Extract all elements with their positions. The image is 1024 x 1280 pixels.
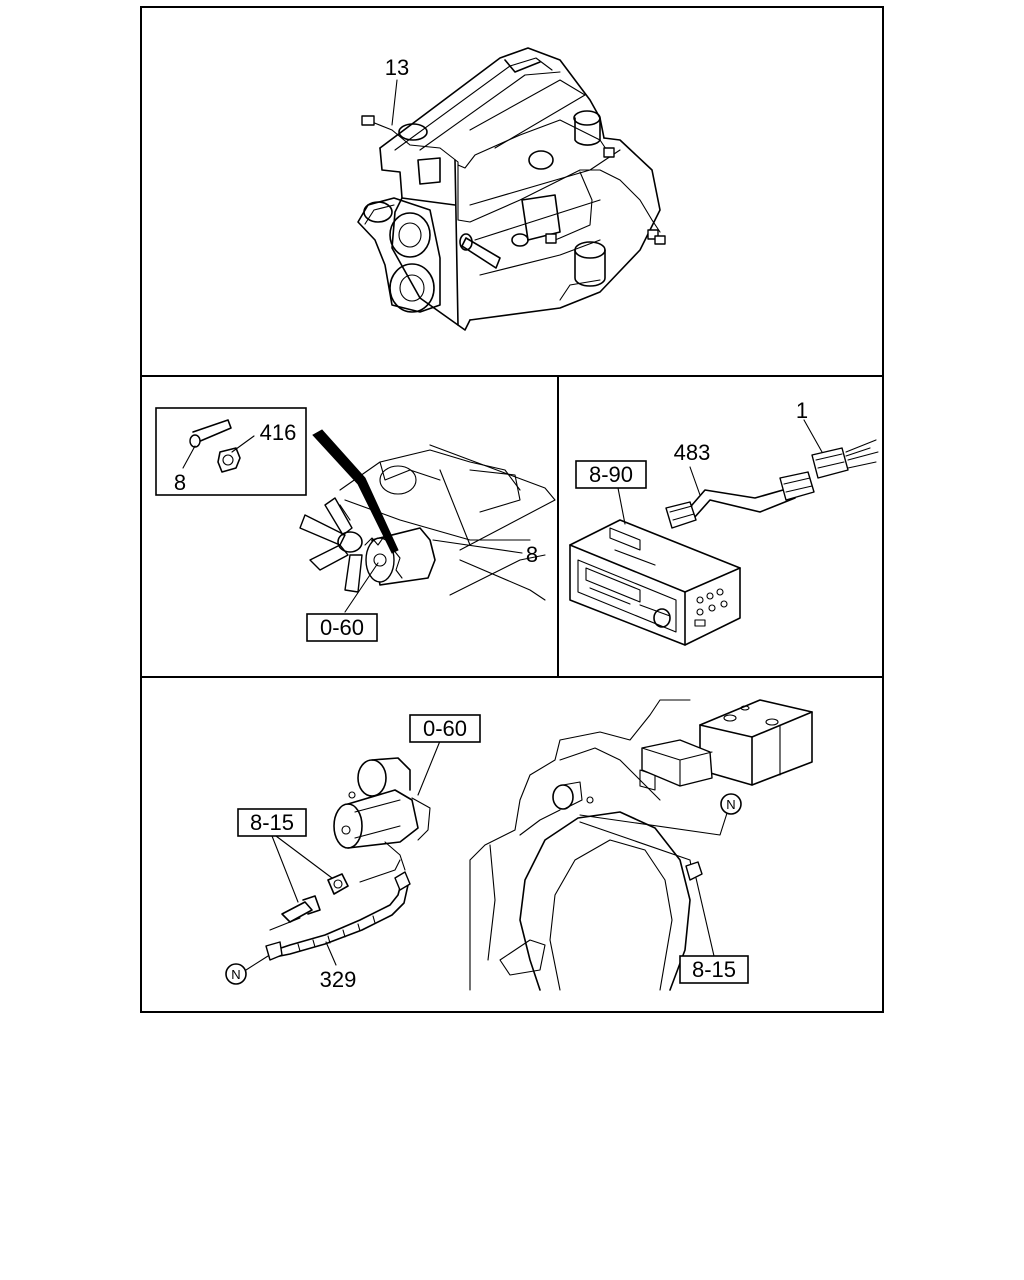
diagram-frame <box>140 6 884 1013</box>
alt-bolt-leader-line <box>432 539 523 554</box>
cable-leader-line <box>325 941 337 966</box>
bolt-detail-inset: 416 8 <box>155 407 307 496</box>
radio-ref-leader-line <box>617 487 626 525</box>
ref-box-0-60-alternator: 0-60 <box>306 613 378 642</box>
radio-drawing <box>569 439 879 646</box>
harness-leader-line <box>391 79 398 126</box>
ref-box-8-15-ground: 8-15 <box>679 955 749 984</box>
bolt-ref-leader-line-b <box>275 835 333 879</box>
callout-483: 483 <box>674 440 711 465</box>
ref-8-15-ground-label: 8-15 <box>692 957 736 982</box>
callout-416: 416 <box>260 420 297 445</box>
ref-box-0-60-starter: 0-60 <box>409 714 481 743</box>
callout-8-alternator: 8 <box>526 542 538 567</box>
ref-box-8-15-starter: 8-15 <box>237 808 307 837</box>
alternator-panel: 416 8 8 0-60 <box>155 407 556 642</box>
callout-13: 13 <box>385 55 409 80</box>
ref-box-8-90: 8-90 <box>575 460 647 489</box>
ref-8-90-label: 8-90 <box>589 462 633 487</box>
n-marker-left-label: N <box>231 967 240 982</box>
radio-panel: 483 1 8-90 <box>569 398 879 646</box>
callout-8-inset: 8 <box>174 470 186 495</box>
n-marker-left: N <box>225 955 269 985</box>
engine-panel: 13 <box>357 47 666 331</box>
alternator-drawing <box>299 429 556 601</box>
callout-329: 329 <box>320 967 357 992</box>
ref-0-60-starter-label: 0-60 <box>423 716 467 741</box>
starter-panel: N N 329 8-15 0-60 8-15 <box>225 699 813 992</box>
radio-connector-leader-line <box>803 419 823 453</box>
ref-8-15-starter-label: 8-15 <box>250 810 294 835</box>
n-marker-right-label: N <box>726 797 735 812</box>
callout-1: 1 <box>796 398 808 423</box>
starter-ref-leader-line <box>417 740 441 796</box>
alt-ref-leader-line <box>344 562 379 613</box>
radio-harness-leader-line <box>689 466 701 496</box>
n-marker-right: N <box>720 793 742 815</box>
starter-drawing <box>265 699 813 991</box>
bolt-ref-leader-line-a <box>271 835 299 903</box>
ref-0-60-alternator-label: 0-60 <box>320 615 364 640</box>
ground-ref-leader-line <box>695 877 715 957</box>
engine-drawing <box>357 47 666 331</box>
